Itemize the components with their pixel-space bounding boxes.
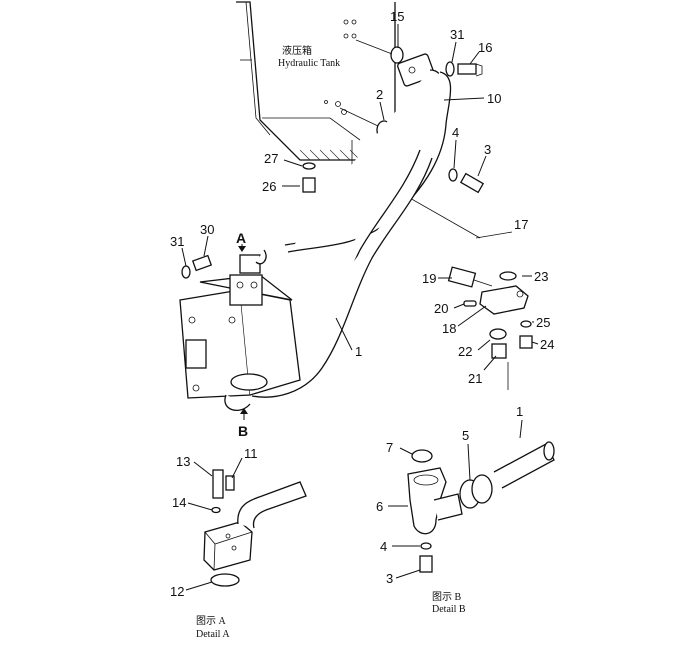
callout-17: 17 xyxy=(514,217,528,232)
callout-16: 16 xyxy=(478,40,492,55)
callout-26: 26 xyxy=(262,179,276,194)
bolt-24 xyxy=(519,335,533,349)
detail-b-en: Detail B xyxy=(432,604,466,615)
tank-label-en: Hydraulic Tank xyxy=(278,58,340,69)
callout-7: 7 xyxy=(386,440,393,455)
callout-1-b: 1 xyxy=(516,404,523,419)
plug-21 xyxy=(491,343,507,359)
washer-25 xyxy=(520,320,532,328)
callout-18: 18 xyxy=(442,321,456,336)
o-ring-12 xyxy=(210,573,240,587)
callout-25: 25 xyxy=(536,315,550,330)
callout-12: 12 xyxy=(170,584,184,599)
washer-31 xyxy=(445,61,455,77)
callout-30: 30 xyxy=(200,222,214,237)
pump-assembly xyxy=(179,249,301,412)
callout-20: 20 xyxy=(434,301,448,316)
detail-a-en: Detail A xyxy=(196,629,230,640)
callout-numbers: 15 31 16 10 2 4 3 27 26 17 30 31 1 19 23… xyxy=(170,9,554,599)
sensor-assembly xyxy=(447,231,533,390)
o-ring-23 xyxy=(499,271,517,281)
detail-a-drawing xyxy=(203,469,307,587)
callout-4-top: 4 xyxy=(452,125,459,140)
bolt-3 xyxy=(459,172,485,194)
callout-22: 22 xyxy=(458,344,472,359)
washer-4-b xyxy=(420,542,432,550)
bolt-13 xyxy=(212,469,224,499)
pin-20 xyxy=(463,300,477,307)
callout-24: 24 xyxy=(540,337,554,352)
callout-27: 27 xyxy=(264,151,278,166)
bolt-16 xyxy=(457,63,477,75)
detail-b-cn: 图示 B xyxy=(432,591,461,603)
callout-10: 10 xyxy=(487,91,501,106)
detail-a-cn: 图示 A xyxy=(196,615,226,627)
washer-4 xyxy=(448,168,458,182)
tank-label-cn: 液压箱 xyxy=(282,44,312,57)
leader-lines xyxy=(181,24,539,591)
view-arrow-a xyxy=(238,244,246,252)
callout-6: 6 xyxy=(376,499,383,514)
view-label-b: B xyxy=(238,423,248,439)
bolt-26 xyxy=(302,177,316,193)
view-label-a: A xyxy=(236,230,246,246)
callout-21: 21 xyxy=(468,371,482,386)
callout-23: 23 xyxy=(534,269,548,284)
callout-31-top: 31 xyxy=(450,27,464,42)
callout-3-b: 3 xyxy=(386,571,393,586)
washer-27 xyxy=(302,162,316,170)
pump-bolt-30 xyxy=(181,254,213,279)
callout-11: 11 xyxy=(244,446,258,461)
callout-3-top: 3 xyxy=(484,142,491,157)
o-ring-7 xyxy=(411,449,433,463)
callout-14: 14 xyxy=(172,495,186,510)
callout-1-main: 1 xyxy=(355,344,362,359)
callout-31-pump: 31 xyxy=(170,234,184,249)
callout-15: 15 xyxy=(390,9,404,24)
fitting-11 xyxy=(225,475,235,491)
bolt-3-b xyxy=(419,555,433,573)
callout-13: 13 xyxy=(176,454,190,469)
callout-19: 19 xyxy=(422,271,436,286)
washer-22 xyxy=(489,328,507,340)
detail-b-drawing xyxy=(407,441,555,573)
washer-14 xyxy=(211,506,221,514)
callout-5: 5 xyxy=(462,428,469,443)
callout-2: 2 xyxy=(376,87,383,102)
o-ring-15 xyxy=(390,46,404,64)
view-arrow-b xyxy=(240,408,248,420)
callout-4-b: 4 xyxy=(380,539,387,554)
